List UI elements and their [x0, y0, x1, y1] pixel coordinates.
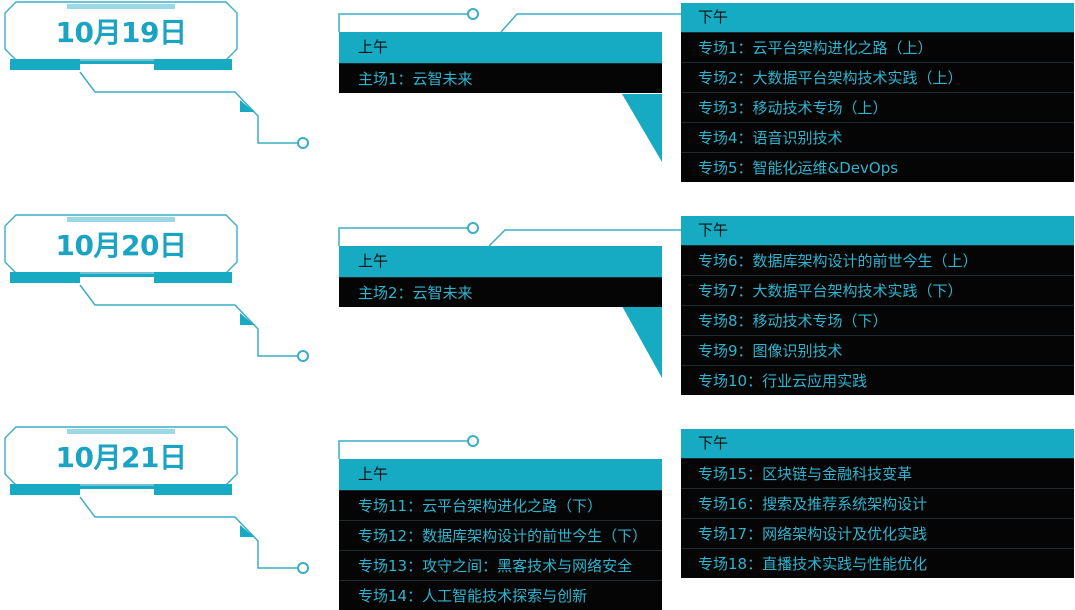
session-row[interactable]: 专场14：人工智能技术探索与创新 [339, 580, 662, 610]
session-row[interactable]: 专场5：智能化运维&DevOps [681, 152, 1074, 182]
session-row[interactable]: 专场4：语音识别技术 [681, 122, 1074, 152]
session-row[interactable]: 专场11：云平台架构进化之路（下） [339, 490, 662, 520]
date-label: 10月19日 [55, 16, 187, 49]
session-row[interactable]: 专场17：网络架构设计及优化实践 [681, 518, 1074, 548]
afternoon-panel-day-2: 下午 专场6：数据库架构设计的前世今生（上） 专场7：大数据平台架构技术实践（下… [681, 216, 1074, 395]
date-label: 10月20日 [55, 229, 187, 262]
afternoon-panel-day-3: 下午 专场15：区块链与金融科技变革 专场16：搜索及推荐系统架构设计 专场17… [681, 429, 1074, 578]
date-badge-frame [4, 426, 238, 495]
morning-header: 上午 [339, 459, 662, 490]
date-badge-frame [4, 1, 238, 70]
session-row[interactable]: 专场3：移动技术专场（上） [681, 92, 1074, 122]
session-row[interactable]: 专场2：大数据平台架构技术实践（上） [681, 62, 1074, 92]
session-row[interactable]: 专场12：数据库架构设计的前世今生（下） [339, 520, 662, 550]
session-row[interactable]: 专场10：行业云应用实践 [681, 365, 1074, 395]
session-row[interactable]: 专场1：云平台架构进化之路（上） [681, 32, 1074, 62]
morning-header: 上午 [339, 32, 662, 63]
morning-panel-day-2: 上午 主场2：云智未来 [339, 246, 662, 307]
afternoon-header: 下午 [681, 429, 1074, 458]
date-label: 10月21日 [55, 441, 187, 474]
session-row[interactable]: 专场15：区块链与金融科技变革 [681, 458, 1074, 488]
date-badge-day-1: 10月19日 [4, 1, 238, 70]
session-row[interactable]: 专场13：攻守之间：黑客技术与网络安全 [339, 550, 662, 580]
morning-panel-day-1: 上午 主场1：云智未来 [339, 32, 662, 93]
session-row[interactable]: 专场9：图像识别技术 [681, 335, 1074, 365]
session-row[interactable]: 专场8：移动技术专场（下） [681, 305, 1074, 335]
session-row[interactable]: 主场1：云智未来 [339, 63, 662, 93]
afternoon-header: 下午 [681, 3, 1074, 32]
session-row[interactable]: 专场16：搜索及推荐系统架构设计 [681, 488, 1074, 518]
afternoon-panel-day-1: 下午 专场1：云平台架构进化之路（上） 专场2：大数据平台架构技术实践（上） 专… [681, 3, 1074, 182]
session-row[interactable]: 主场2：云智未来 [339, 277, 662, 307]
date-badge-day-3: 10月21日 [4, 426, 238, 495]
date-badge-day-2: 10月20日 [4, 214, 238, 283]
session-row[interactable]: 专场6：数据库架构设计的前世今生（上） [681, 245, 1074, 275]
session-row[interactable]: 专场7：大数据平台架构技术实践（下） [681, 275, 1074, 305]
morning-panel-day-3: 上午 专场11：云平台架构进化之路（下） 专场12：数据库架构设计的前世今生（下… [339, 459, 662, 610]
morning-header: 上午 [339, 246, 662, 277]
date-badge-frame [4, 214, 238, 283]
afternoon-header: 下午 [681, 216, 1074, 245]
session-row[interactable]: 专场18：直播技术实践与性能优化 [681, 548, 1074, 578]
